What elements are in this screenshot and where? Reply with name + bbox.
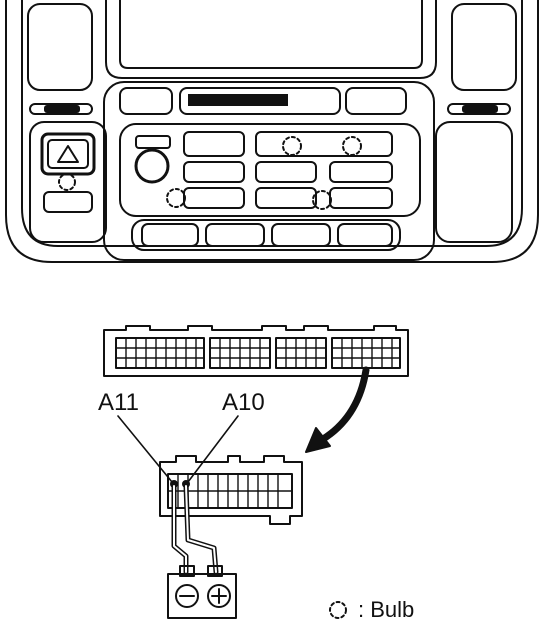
battery-icon bbox=[167, 565, 237, 619]
leader-lines bbox=[117, 415, 239, 483]
connector-enlarged bbox=[159, 455, 303, 525]
pin-label-a11: A11 bbox=[98, 389, 139, 416]
bulb-marker-icon bbox=[342, 136, 362, 156]
legend-bulb-icon bbox=[329, 601, 347, 619]
battery-negative-terminal-icon bbox=[175, 584, 199, 608]
dashboard-console bbox=[5, 0, 539, 263]
legend: : Bulb bbox=[330, 597, 414, 623]
test-leads bbox=[171, 483, 219, 575]
connector-side-view bbox=[103, 325, 409, 377]
curved-arrow bbox=[305, 366, 370, 453]
battery-positive-terminal-icon bbox=[207, 584, 231, 608]
bulb-marker-icon bbox=[282, 136, 302, 156]
bulb-markers bbox=[58, 136, 362, 210]
legend-symbol-placeholder bbox=[330, 601, 348, 619]
legend-text: : Bulb bbox=[358, 597, 415, 622]
bulb-marker-icon bbox=[58, 173, 76, 191]
leader-line-a10 bbox=[187, 415, 239, 483]
bulb-marker-icon bbox=[312, 190, 332, 210]
leader-line-a11 bbox=[117, 415, 173, 483]
pin-label-a10: A10 bbox=[222, 389, 265, 416]
bulb-marker-icon bbox=[166, 188, 186, 208]
positive-lead bbox=[183, 483, 219, 575]
